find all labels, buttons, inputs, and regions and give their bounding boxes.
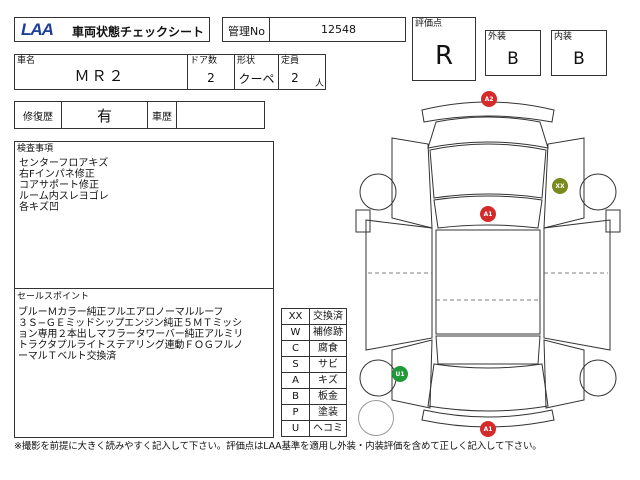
marker-front-bumper[interactable]: A2 — [481, 91, 497, 107]
trunk-outline — [427, 363, 549, 412]
interior-grade-label: 内装 — [554, 32, 573, 42]
door-count-value: 2 — [207, 71, 215, 85]
legend-desc: 塗装 — [309, 404, 347, 421]
exterior-grade-value: B — [507, 49, 519, 69]
legend-code: C — [281, 340, 310, 357]
body-shape-value: クーペ — [238, 71, 275, 86]
car-name-value: ＭＲ２ — [74, 66, 126, 85]
overall-grade-label: 評価点 — [415, 19, 443, 29]
interior-grade-box: 内装 B — [551, 30, 607, 76]
legend-code: A — [281, 372, 310, 389]
hood-panel — [429, 143, 547, 199]
left-rear-fender — [391, 339, 433, 409]
sales-points-label: セールスポイント — [17, 292, 90, 302]
legend-desc: 補修跡 — [309, 324, 347, 341]
notes-box: 検査事項 センターフロアキズ 右Fインパネ修正 コアサポート修正 ルーム内スレヨ… — [14, 141, 274, 438]
legend-code: B — [281, 388, 310, 405]
legend-code: P — [281, 404, 310, 421]
capacity-label: 定員 — [281, 56, 300, 66]
vehicle-record-value — [177, 102, 265, 128]
roof-outline — [435, 229, 541, 335]
spare-tire-drawing — [358, 400, 394, 436]
repair-history-value: 有 — [96, 106, 112, 125]
car-damage-diagram — [355, 101, 621, 428]
sheet-title-box: LAA 車両状態チェックシート — [14, 17, 210, 42]
legend-code: S — [281, 356, 310, 373]
overall-grade-value: R — [434, 41, 454, 71]
left-front-fender — [391, 137, 433, 229]
left-front-wheel — [359, 173, 397, 211]
marker-hood[interactable]: A1 — [480, 206, 496, 222]
marker-left-rear-wheel[interactable]: U1 — [392, 366, 408, 382]
repair-divider-2 — [147, 102, 148, 128]
door-count-label: ドア数 — [190, 56, 218, 66]
capacity-value: 2 — [291, 71, 299, 85]
right-mirror — [605, 209, 621, 233]
legend-desc: 板金 — [309, 388, 347, 405]
sheet-title: 車両状態チェックシート — [72, 25, 205, 39]
left-mirror — [355, 209, 371, 233]
right-rear-fender — [543, 339, 585, 409]
right-door — [543, 219, 611, 351]
mgmt-label: 管理No — [228, 25, 265, 38]
mgmt-number-box: 管理No 12548 — [222, 17, 406, 42]
capacity-unit: 人 — [315, 79, 325, 89]
legend-desc: 交換済 — [309, 308, 347, 325]
legend-code: XX — [281, 308, 310, 325]
right-front-wheel — [579, 173, 617, 211]
rear-window-outline — [435, 335, 541, 365]
footer-note: ※撮影を前提に大きく読みやすく記入して下さい。評価点はLAA基準を適用し外装・内… — [14, 441, 542, 452]
repair-history-label: 修復歴 — [23, 111, 53, 123]
legend-code: W — [281, 324, 310, 341]
sales-points-text: ブルーＭカラー純正フルエアロノーマルルーフ ３Ｓ−ＧＥミッドシップエンジン純正５… — [18, 307, 244, 362]
vehicle-divider-2 — [234, 55, 235, 89]
vehicle-divider-1 — [187, 55, 188, 89]
legend-desc: ヘコミ — [309, 420, 347, 437]
overall-grade-box: 評価点 R — [412, 17, 476, 81]
left-door — [365, 219, 433, 351]
marker-right-front-wheel[interactable]: XX — [552, 178, 568, 194]
legend-desc: 腐食 — [309, 340, 347, 357]
vehicle-record-label: 車歴 — [152, 111, 172, 123]
rear-bumper-outline — [421, 409, 555, 428]
mgmt-value: 12548 — [321, 23, 356, 36]
car-name-label: 車名 — [17, 56, 36, 66]
exterior-grade-box: 外装 B — [485, 30, 541, 76]
legend-code: U — [281, 420, 310, 437]
legend-desc: キズ — [309, 372, 347, 389]
inspection-label: 検査事項 — [17, 144, 54, 154]
vehicle-info-row: 車名 ＭＲ２ ドア数 2 形状 クーペ 定員 2 人 — [14, 54, 326, 90]
vehicle-divider-3 — [278, 55, 279, 89]
body-shape-label: 形状 — [237, 56, 256, 66]
left-rear-wheel — [359, 359, 397, 397]
right-rear-wheel — [579, 359, 617, 397]
hood-outline — [427, 116, 549, 149]
exterior-grade-label: 外装 — [488, 32, 507, 42]
repair-divider-3 — [176, 102, 177, 128]
interior-grade-value: B — [573, 49, 585, 69]
marker-rear-bumper[interactable]: A1 — [480, 421, 496, 437]
repair-divider-1 — [61, 102, 62, 128]
laa-logo: LAA — [21, 20, 54, 39]
mgmt-divider — [269, 18, 270, 41]
windshield-outline — [433, 195, 543, 229]
legend-desc: サビ — [309, 356, 347, 373]
front-bumper-outline — [421, 101, 555, 123]
notes-divider — [15, 288, 273, 289]
repair-history-row: 修復歴 有 車歴 — [14, 101, 265, 129]
inspection-items: センターフロアキズ 右Fインパネ修正 コアサポート修正 ルーム内スレヨゴレ 各キ… — [19, 158, 109, 213]
